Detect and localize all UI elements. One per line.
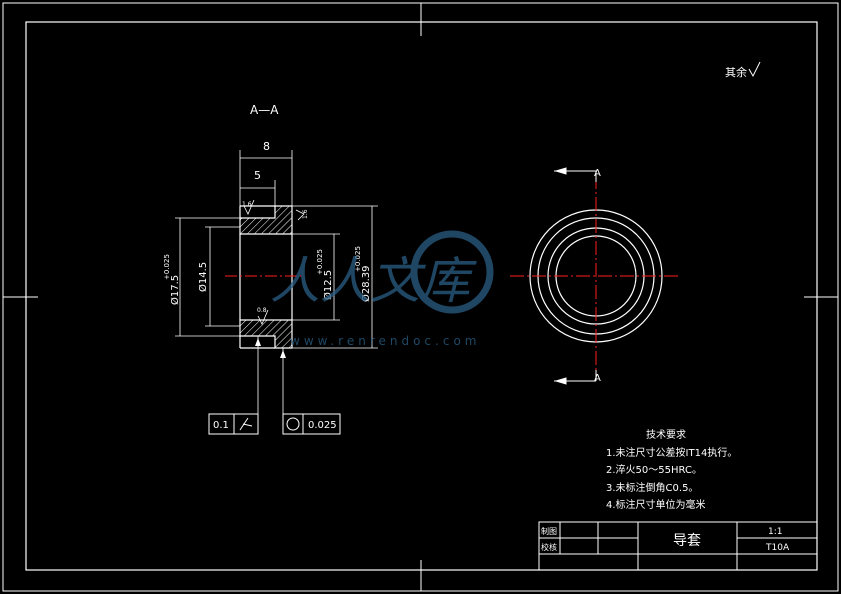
- drawn-label: 制图: [541, 526, 557, 536]
- roughness-side: 1.6: [302, 209, 309, 219]
- watermark: 人人文库 www.renrendoc.com: [270, 230, 494, 348]
- roughness-note: 其余: [725, 65, 747, 79]
- watermark-url: www.renrendoc.com: [290, 334, 480, 348]
- runout-icon: [239, 417, 253, 431]
- tolerance-frame-circularity: 0.025: [282, 413, 341, 435]
- title-block: [538, 521, 818, 571]
- roughness-top: 1.6: [242, 201, 252, 208]
- dim-inner-diameter: Ø12.5: [322, 270, 334, 300]
- roughness-symbol-icon: [748, 61, 761, 78]
- dim-bore-diameter: Ø14.5: [197, 262, 209, 292]
- dim-overall-width: 8: [263, 140, 270, 153]
- dim-outer-diameter: Ø17.5: [169, 275, 181, 305]
- tech-item: 1.未注尺寸公差按IT14执行。: [606, 447, 738, 459]
- roughness-bottom: 0.8: [257, 307, 267, 314]
- material: T10A: [765, 543, 790, 553]
- tech-item: 3.未标注倒角C0.5。: [606, 482, 699, 494]
- dim-inner-diameter-tol: +0.025: [316, 249, 324, 275]
- dim-large-diameter-tol: +0.025: [354, 246, 362, 272]
- watermark-brand: 人人文库: [270, 252, 477, 310]
- part-name: 导套: [673, 533, 701, 549]
- checked-label: 校核: [541, 542, 557, 552]
- dim-step-width: 5: [254, 169, 261, 182]
- scale: 1:1: [768, 527, 782, 537]
- dim-large-diameter: Ø28.39: [360, 266, 372, 303]
- tech-requirements: 技术要求 1.未注尺寸公差按IT14执行。 2.淬火50～55HRC。 3.未标…: [606, 427, 737, 515]
- circularity-value: 0.025: [308, 420, 337, 431]
- view-marker-top: A: [594, 168, 601, 179]
- dim-outer-diameter-tol: +0.025: [163, 254, 171, 280]
- circularity-icon: [286, 417, 300, 431]
- section-label: A—A: [250, 103, 279, 117]
- runout-value: 0.1: [213, 420, 229, 431]
- end-view: A A: [510, 167, 680, 385]
- tech-item: 2.淬火50～55HRC。: [606, 465, 702, 476]
- section-view: 8 5 Ø17.5 +0.025 Ø14.5 Ø12.5 +0.025 Ø28.…: [163, 140, 378, 414]
- tech-item: 4.标注尺寸单位为毫米: [606, 500, 706, 511]
- tolerance-frame-runout: 0.1: [208, 413, 259, 435]
- center-marks: [3, 3, 838, 591]
- tech-title: 技术要求: [646, 430, 686, 441]
- view-marker-bottom: A: [594, 373, 601, 384]
